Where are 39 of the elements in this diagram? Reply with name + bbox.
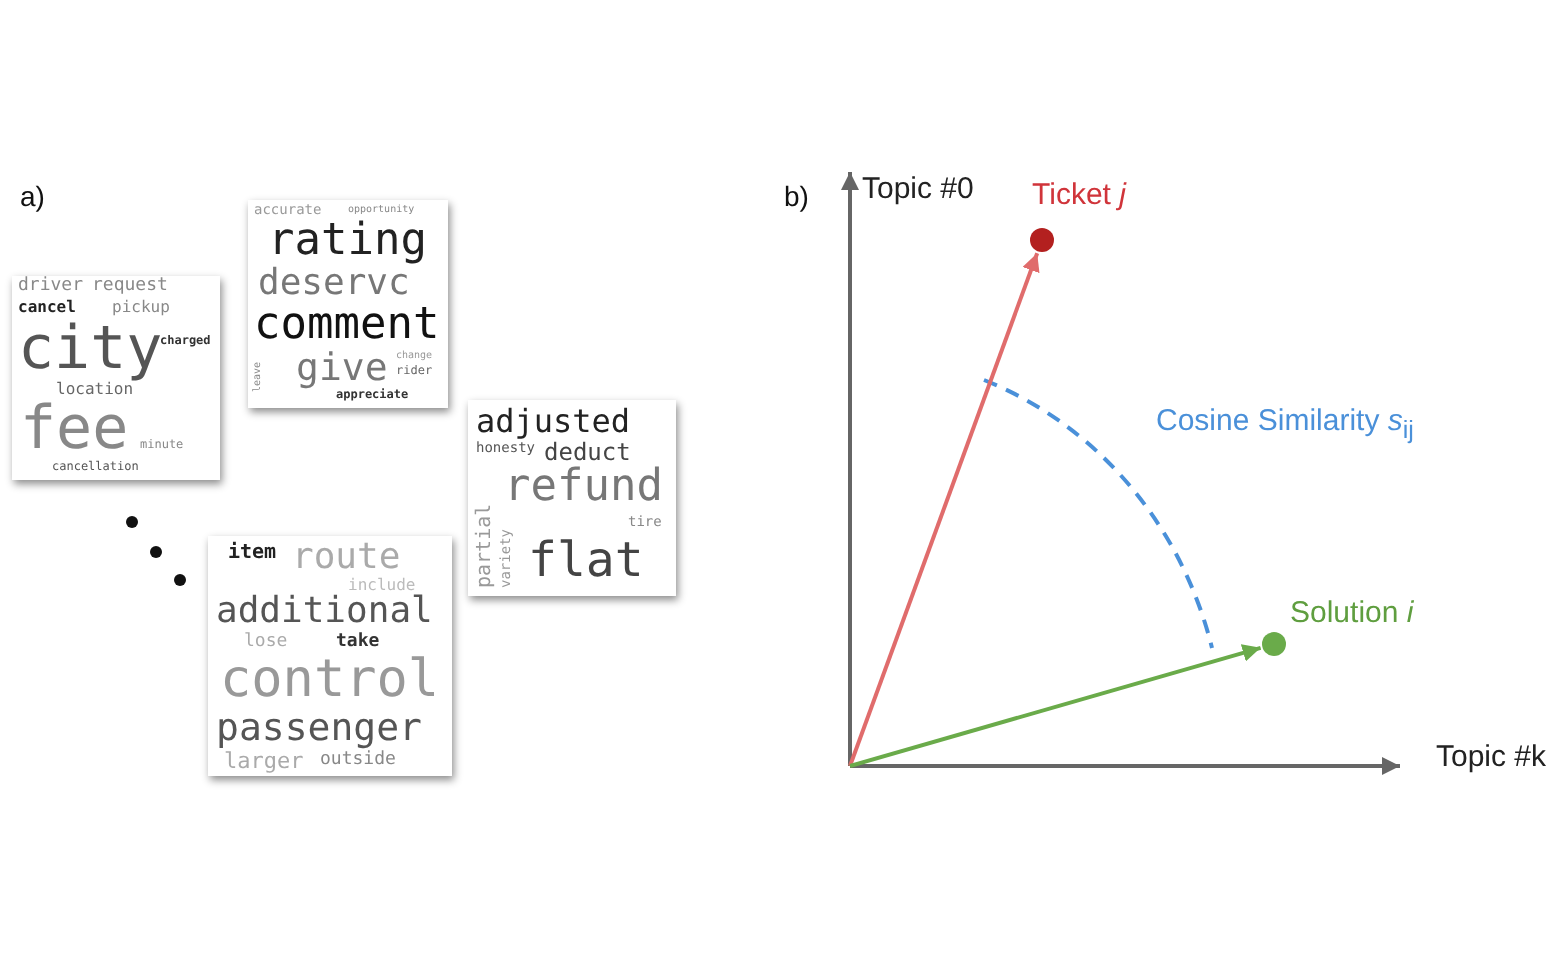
word-cloud-card [208,536,452,776]
arrow [848,252,1040,767]
cloud-word: cancel [18,300,76,316]
cloud-word: additional [216,594,433,630]
cloud-word: fee [20,400,129,460]
panel-label: a) [20,182,45,210]
cloud-word: partial [476,503,496,588]
cloud-word: adjusted [476,406,631,438]
word-cloud-card [468,400,676,596]
cloud-word: include [348,578,416,594]
cloud-word: driver [18,278,84,296]
cloud-word: request [92,278,168,296]
word-cloud-card [12,276,220,480]
angle-label: Cosine Similarity s$_{ij}$ [1156,406,1414,443]
axis-label: Topic #0 [862,174,974,204]
cloud-word: location [56,382,134,398]
cloud-word: deservc [258,266,410,302]
point-label: Ticket j [1032,180,1126,210]
word-cloud-card [248,200,448,408]
cloud-word: take [336,634,380,652]
cloud-word: city [18,320,163,380]
cloud-word: passenger [216,710,422,748]
cloud-word: rating [268,220,427,264]
cloud-word: control [220,654,440,706]
axis-label: Topic #k [1436,742,1547,772]
cloud-word: pickup [112,300,170,316]
cloud-word: deduct [544,440,631,464]
cloud-word: route [292,540,401,576]
cloud-word: lose [244,634,288,652]
cloud-word: larger [224,750,304,772]
arrow [849,644,1262,768]
cloud-word: flat [528,536,644,584]
cloud-word: give [296,350,388,388]
panel-label: b) [784,182,809,210]
point-label: Solution i [1290,598,1414,628]
cloud-word: outside [320,752,396,770]
cloud-word: item [228,544,277,564]
cloud-word: comment [254,304,440,348]
cloud-word: refund [504,466,663,510]
